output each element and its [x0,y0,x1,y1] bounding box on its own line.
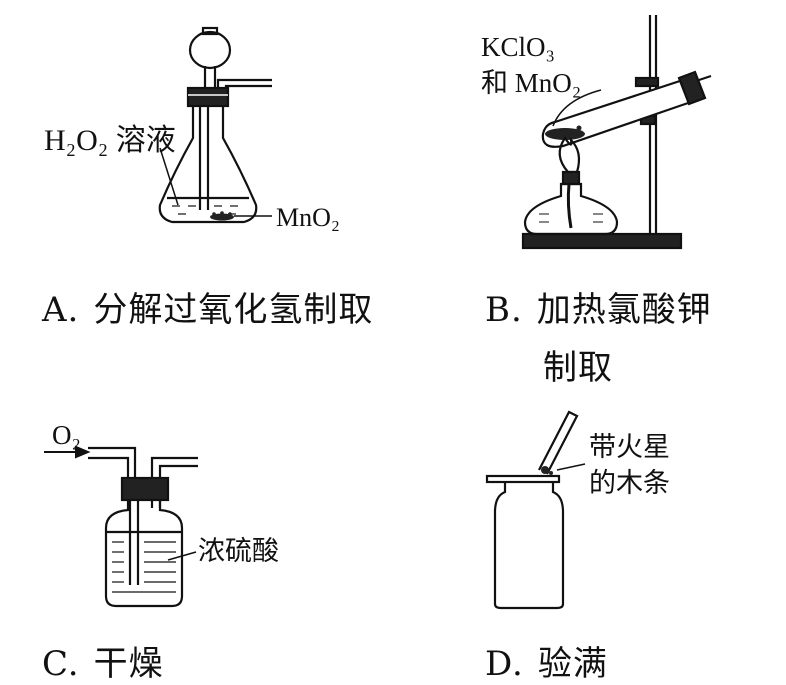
label-and-mno2: 和 MnO₂ [481,68,581,98]
caption-d-text: 验满 [537,644,608,684]
label-h2o2-solution: H₂O₂ 溶液 [44,124,176,157]
caption-b-line2: 制取 [543,340,613,389]
funnel-top-cap [201,26,219,36]
caption-d: D. 验满 [485,636,608,685]
apparatus-c-drying: O₂ 浓硫酸 [44,420,279,608]
label-glowing-splint-2: 的木条 [589,468,670,498]
apparatus-d-full-test: 带火星 的木条 [485,410,670,610]
conical-flask [158,106,258,224]
label-concentrated-sulfuric-acid: 浓硫酸 [198,536,279,566]
label-glowing-splint-1: 带火星 [589,432,670,462]
caption-b-text: 加热氯酸钾 [536,290,712,330]
alcohol-lamp [523,182,619,236]
apparatus-b-potassium-chlorate: KClO₃ 和 MnO₂ [481,15,712,250]
gas-washing-bottle [104,500,184,608]
caption-c-text: 干燥 [93,644,164,684]
iron-stand-base [521,232,683,250]
bottle-stopper [120,476,170,502]
tube-stopper [677,70,707,106]
option-letter-c: C. [42,644,80,684]
option-letter-a: A. [42,290,80,330]
glass-plate [485,474,561,484]
glowing-splint [538,410,579,475]
option-letter-b: B. [485,290,523,330]
rubber-stopper [186,86,230,108]
caption-b-text-2: 制取 [543,348,613,388]
option-letter-d: D. [485,644,524,684]
caption-a-text: 分解过氧化氢制取 [93,290,374,330]
label-o2: O₂ [52,420,81,450]
gas-collecting-bottle [493,482,565,610]
caption-b-line1: B. 加热氯酸钾 [485,282,712,331]
mno2-powder [210,211,234,221]
alcohol-lamp-flame [558,136,581,174]
separatory-funnel-bulb [188,30,232,70]
apparatus-a-hydrogen-peroxide: H₂O₂ 溶液 MnO₂ [44,26,340,232]
label-mno2-a: MnO₂ [276,203,340,232]
label-kclo3: KClO₃ [481,32,555,62]
splint-ember [541,466,553,475]
caption-c: C. 干燥 [42,636,164,685]
kclo3-mno2-solid [545,125,585,140]
caption-a: A. 分解过氧化氢制取 [42,282,373,331]
